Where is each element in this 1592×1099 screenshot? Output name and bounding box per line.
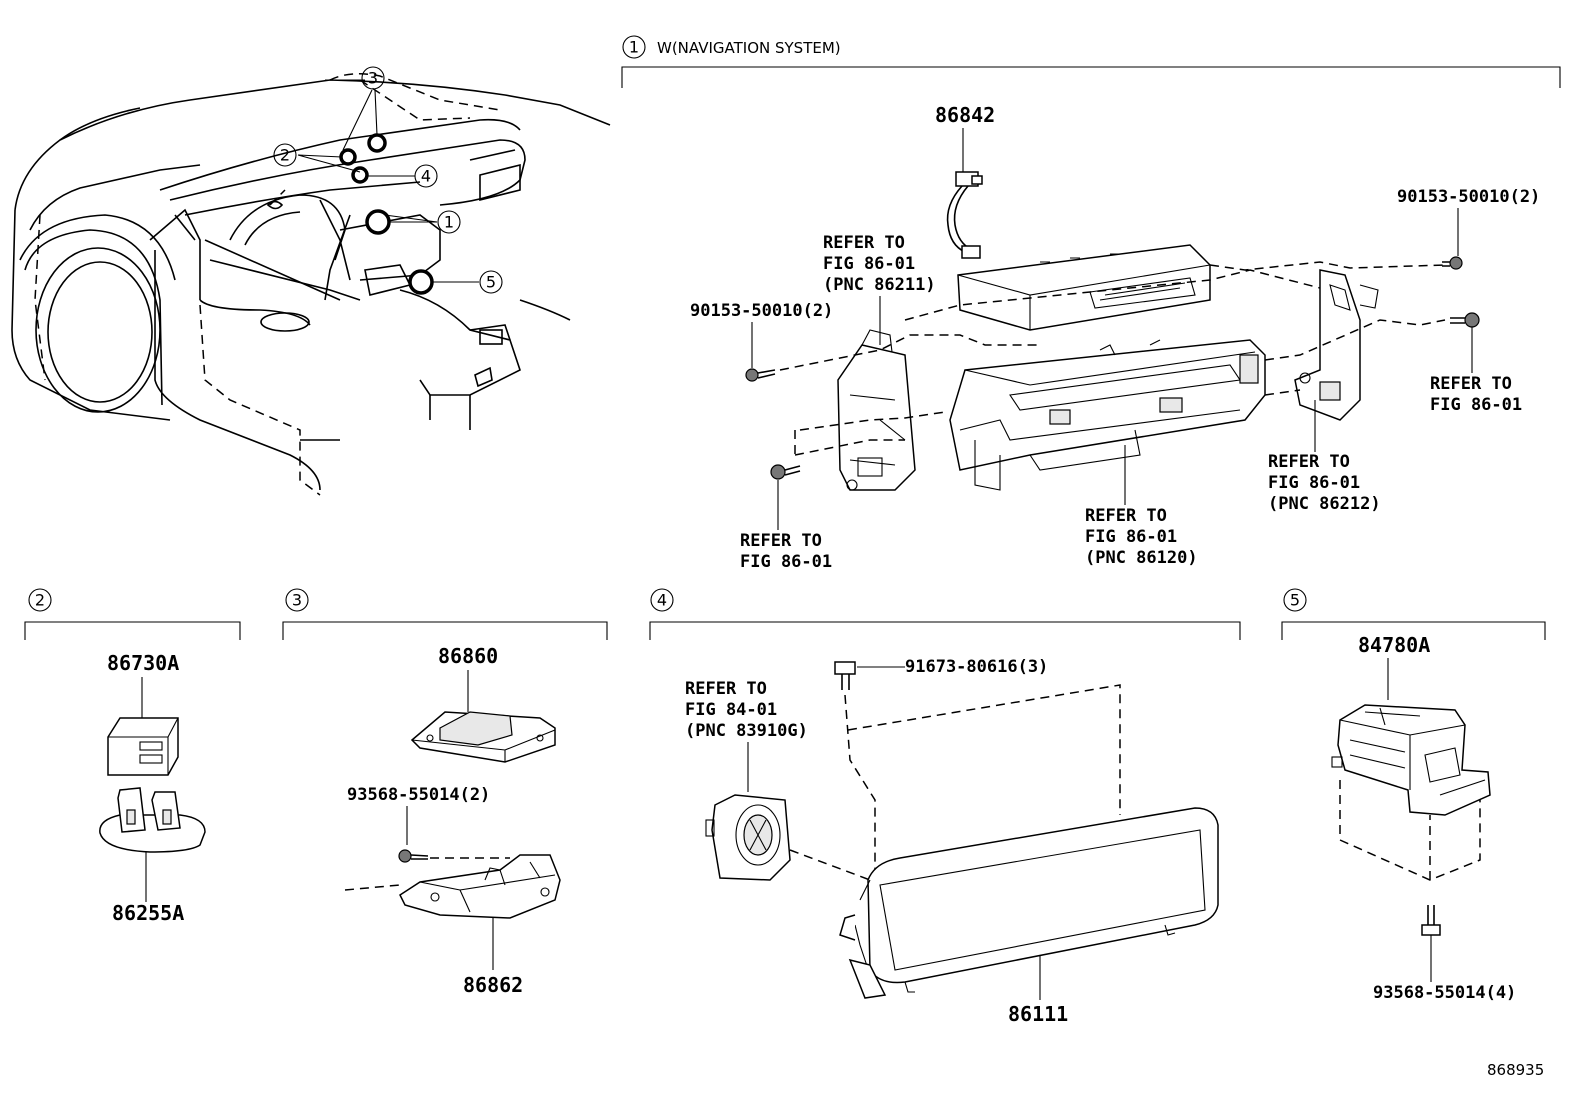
section-2-bracket	[24, 621, 241, 640]
part-86255A-label: 86255A	[112, 901, 184, 925]
part-91673-label: 91673-80616(3)	[905, 657, 1048, 677]
ref-86211-label: REFER TO FIG 86-01 (PNC 86211)	[823, 233, 936, 295]
section-3-number: 3	[292, 591, 302, 610]
socket-86255A	[99, 787, 206, 853]
callout-4-label: 4	[421, 167, 431, 186]
switch-84780A	[1331, 704, 1491, 816]
svg-text:REFER TO: REFER TO	[1268, 452, 1350, 472]
svg-text:REFER TO: REFER TO	[823, 233, 905, 253]
part-86862-label: 86862	[463, 973, 523, 997]
figure-id: 868935	[1487, 1061, 1544, 1079]
svg-text:FIG 86-01: FIG 86-01	[823, 254, 915, 274]
main-bracket-assembly	[949, 339, 1266, 491]
svg-text:REFER TO: REFER TO	[1430, 374, 1512, 394]
svg-text:(PNC 86212): (PNC 86212)	[1268, 494, 1381, 514]
ref-83910G-label: REFER TO FIG 84-01 (PNC 83910G)	[685, 679, 808, 741]
bolt-90153-left	[745, 368, 776, 382]
svg-text:REFER TO: REFER TO	[1085, 506, 1167, 526]
switch-86730A	[107, 717, 179, 776]
location-5	[408, 269, 434, 295]
svg-text:FIG 86-01: FIG 86-01	[1085, 527, 1177, 547]
display-86111	[839, 807, 1219, 999]
svg-text:FIG 86-01: FIG 86-01	[1430, 395, 1522, 415]
section-5-bracket	[1281, 621, 1546, 640]
part-90153-right-label: 90153-50010(2)	[1397, 187, 1540, 207]
callout-3-label: 3	[368, 69, 378, 88]
callout-1-label: 1	[444, 213, 454, 232]
vehicle-overview: 3 2 4 1 5	[11, 66, 611, 496]
svg-text:FIG 86-01: FIG 86-01	[740, 552, 832, 572]
screw-91673	[834, 661, 856, 690]
section-1-bracket	[621, 66, 1561, 88]
callout-2: 2	[273, 143, 297, 167]
location-1	[365, 209, 391, 235]
module-86860	[410, 711, 556, 763]
section-4: 4 REFER TO FIG 84-01 (PNC 83910G) 91673-…	[649, 588, 1241, 1026]
callout-3: 3	[361, 66, 385, 90]
section-2-number: 2	[35, 591, 45, 610]
ref-86120-label: REFER TO FIG 86-01 (PNC 86120)	[1085, 506, 1198, 568]
part-93568-4-label: 93568-55014(4)	[1373, 983, 1516, 1003]
section-3-bracket	[282, 621, 608, 640]
part-86730A-label: 86730A	[107, 651, 179, 675]
location-3	[367, 133, 387, 153]
location-2	[339, 148, 357, 166]
bolt-93568-2	[398, 849, 429, 863]
section-1-title: W(NAVIGATION SYSTEM)	[657, 39, 841, 57]
callout-1: 1	[437, 210, 461, 234]
callout-5-label: 5	[486, 273, 496, 292]
ref-86212-label: REFER TO FIG 86-01 (PNC 86212)	[1268, 452, 1381, 514]
part-86860-label: 86860	[438, 644, 498, 668]
svg-text:REFER TO: REFER TO	[685, 679, 767, 699]
svg-text:REFER TO: REFER TO	[740, 531, 822, 551]
bolt-90153-right	[1442, 256, 1463, 270]
section-4-number: 4	[657, 591, 667, 610]
bolt-93568-4	[1421, 905, 1441, 936]
nav-receiver-module	[957, 244, 1211, 331]
svg-text:(PNC 86120): (PNC 86120)	[1085, 548, 1198, 568]
nut-ref-left	[770, 464, 801, 480]
nut-ref-right	[1450, 312, 1480, 328]
section-4-bracket	[649, 621, 1241, 640]
svg-text:FIG 84-01: FIG 84-01	[685, 700, 777, 720]
section-2: 2 86730A 86255A	[24, 588, 241, 925]
svg-text:FIG 86-01: FIG 86-01	[1268, 473, 1360, 493]
callout-2-label: 2	[280, 146, 290, 165]
svg-text:(PNC 83910G): (PNC 83910G)	[685, 721, 808, 741]
ref-left-bottom-label: REFER TO FIG 86-01	[740, 531, 832, 572]
ref-right-label: REFER TO FIG 86-01	[1430, 374, 1522, 415]
bracket-86862	[399, 854, 561, 919]
section-3: 3 86860 93568-55014(2) 8686	[282, 588, 608, 997]
harness-86842	[946, 171, 983, 259]
right-side-bracket	[1294, 269, 1379, 421]
part-86111-label: 86111	[1008, 1002, 1068, 1026]
section-1-navigation: 1 W(NAVIGATION SYSTEM) 86842	[621, 35, 1561, 572]
speaker-83910G	[705, 794, 791, 881]
part-90153-left-label: 90153-50010(2)	[690, 301, 833, 321]
part-93568-2-label: 93568-55014(2)	[347, 785, 490, 805]
section-5: 5 84780A 93568-55014(4)	[1281, 588, 1546, 1003]
callout-4: 4	[414, 164, 438, 188]
section-5-number: 5	[1290, 591, 1300, 610]
section-1-number: 1	[629, 38, 639, 57]
svg-text:(PNC 86211): (PNC 86211)	[823, 275, 936, 295]
part-86842-label: 86842	[935, 103, 995, 127]
callout-5: 5	[479, 270, 503, 294]
left-side-bracket	[837, 329, 916, 491]
part-84780A-label: 84780A	[1358, 633, 1430, 657]
